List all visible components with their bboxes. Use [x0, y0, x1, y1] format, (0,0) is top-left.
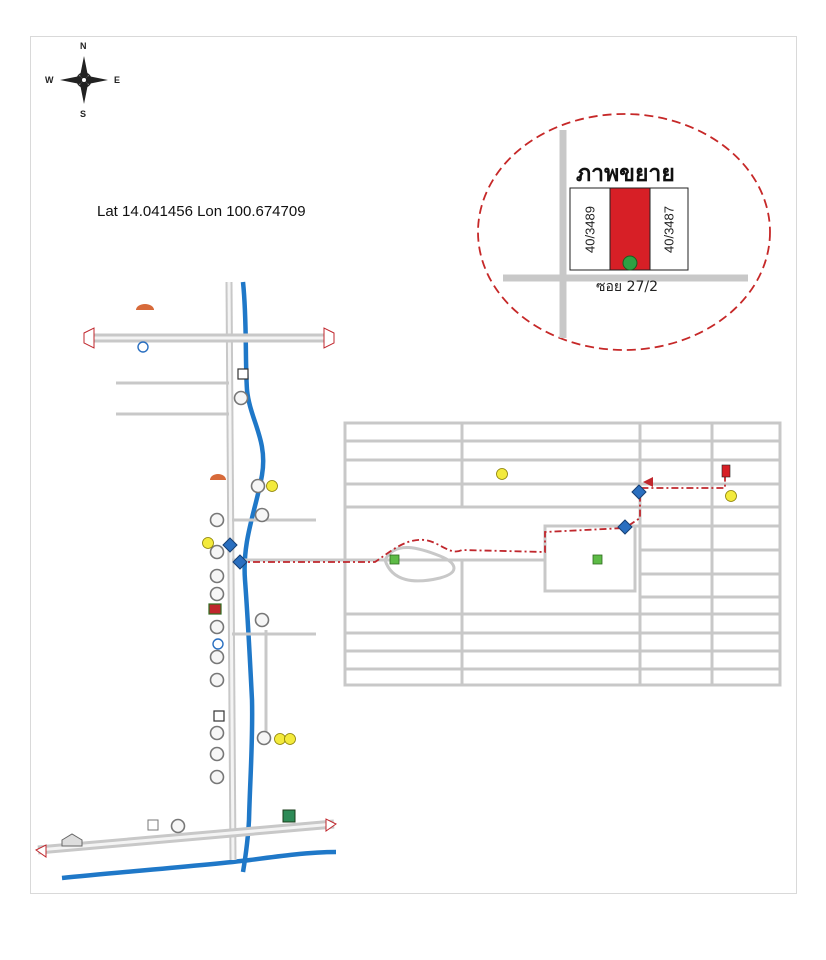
- marker-yellow-icon: [202, 468, 737, 745]
- store-icon: [147, 819, 159, 831]
- target-pin-icon: [721, 464, 731, 478]
- inset-lot-left: [569, 187, 611, 271]
- store-icon: [61, 833, 83, 847]
- inset-roads: [503, 130, 748, 338]
- inset-lot-left-label: 40/3489: [582, 206, 598, 253]
- district-grid: [343, 421, 782, 687]
- store-icon: [282, 809, 296, 823]
- side-sois: [116, 381, 345, 732]
- compass-rose-icon: [60, 56, 108, 104]
- junction-icon: [212, 638, 224, 650]
- inset-lot-right: [649, 187, 689, 271]
- coordinates-text: Lat 14.041456 Lon 100.674709: [97, 203, 306, 220]
- river-lower-branch: [61, 849, 337, 881]
- upper-highway: [83, 327, 335, 349]
- main-road: [225, 281, 237, 861]
- compass-east-label: E: [114, 75, 121, 85]
- junction-icon: [222, 484, 647, 570]
- target-pin-icon: [622, 255, 638, 271]
- inset-title: ภาพขยาย: [576, 161, 675, 187]
- inset-lot-right-label: 40/3487: [661, 206, 677, 253]
- school-icon: [237, 368, 249, 380]
- river: [240, 281, 266, 873]
- school-icon: [213, 710, 225, 722]
- route-arrow-icon: [643, 477, 653, 487]
- route-path: [238, 470, 726, 563]
- compass-south-label: S: [80, 109, 87, 119]
- map-frame: [30, 36, 797, 894]
- compass-west-label: W: [45, 75, 54, 85]
- store-icon: [208, 603, 222, 615]
- lower-highway: [35, 818, 337, 858]
- inset-border: [477, 113, 771, 351]
- compass-north-label: N: [80, 41, 87, 51]
- park-icon: [389, 554, 603, 565]
- store-icon: [137, 341, 149, 353]
- village-icon: [170, 390, 272, 834]
- temple-icon: [136, 304, 226, 480]
- inset-road-label: ซอย 27/2: [596, 279, 659, 295]
